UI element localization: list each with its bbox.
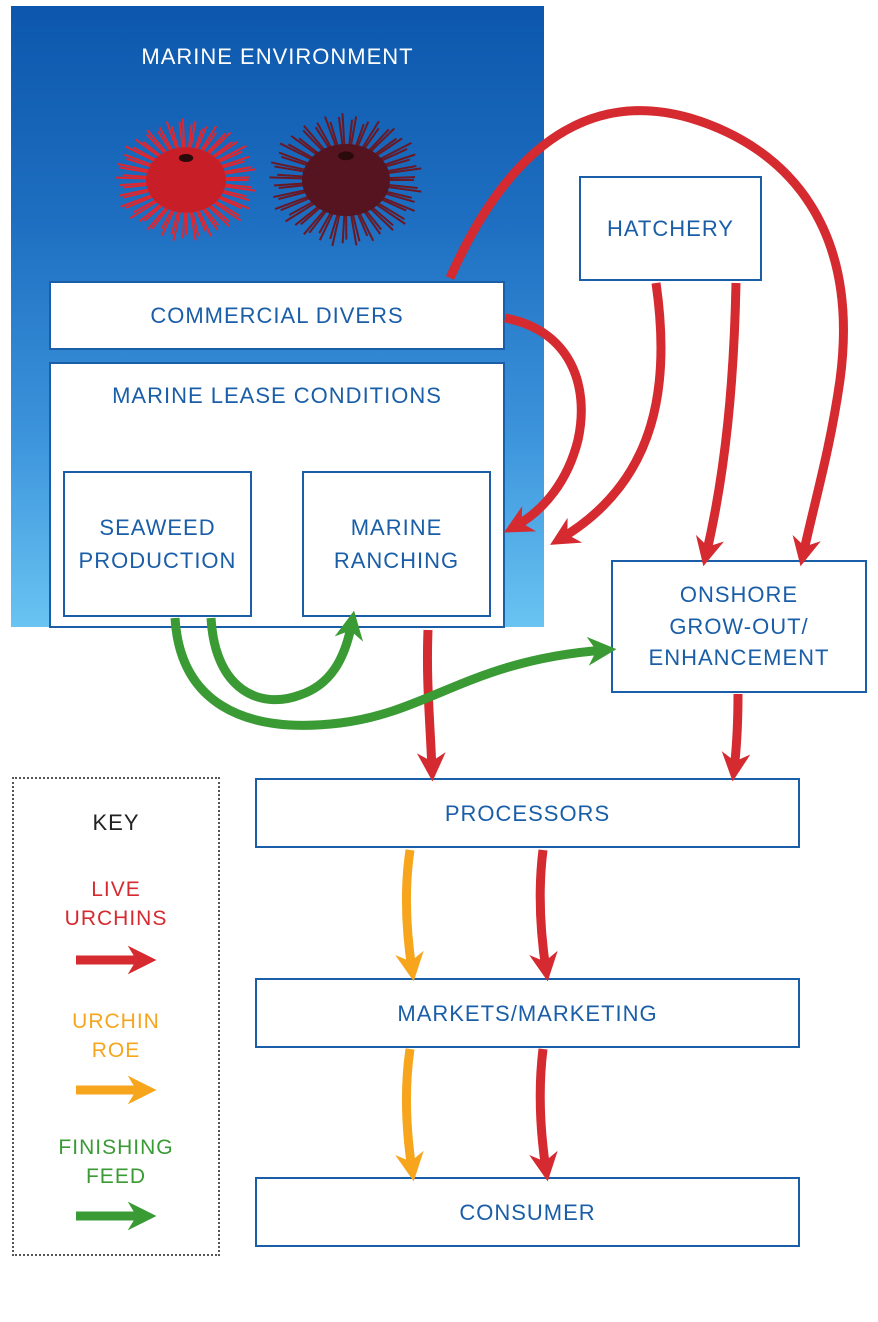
- markets-marketing-box: MARKETS/MARKETING: [255, 978, 800, 1048]
- divers-to-onshore-arrow: [445, 106, 848, 567]
- key-feed-line1: FINISHING: [58, 1136, 174, 1159]
- ranching-label-line2: RANCHING: [333, 548, 460, 573]
- onshore-label-line2: GROW-OUT/: [669, 613, 809, 639]
- marine-environment-title: MARINE ENVIRONMENT: [141, 44, 414, 69]
- key-live-urchins-label: LIVE URCHINS: [12, 875, 220, 934]
- red-urchin-icon: [115, 118, 256, 241]
- key-urchin-roe-label: URCHIN ROE: [12, 1007, 220, 1066]
- divers-to-ranching-arrow: [503, 313, 586, 533]
- marine-lease-conditions-label: MARINE LEASE CONDITIONS: [112, 383, 442, 408]
- key-title: KEY: [92, 810, 140, 835]
- markets-to-consumer-red-arrow: [529, 1048, 558, 1182]
- consumer-box: CONSUMER: [255, 1177, 800, 1247]
- key-feed-line2: FEED: [85, 1165, 146, 1189]
- consumer-label: CONSUMER: [459, 1199, 596, 1225]
- processors-to-markets-roe-arrow: [395, 849, 424, 982]
- processors-label: PROCESSORS: [444, 800, 611, 826]
- processors-box: PROCESSORS: [255, 778, 800, 848]
- key-live-line2: URCHINS: [64, 907, 168, 931]
- key-roe-line2: ROE: [91, 1039, 141, 1063]
- seaweed-label-line2: PRODUCTION: [78, 548, 237, 573]
- hatchery-label: HATCHERY: [607, 216, 734, 241]
- hatchery-box: HATCHERY: [579, 176, 762, 281]
- key-finishing-feed-label: FINISHING FEED: [12, 1133, 220, 1192]
- key-live-line1: LIVE: [91, 878, 141, 901]
- key-roe-line1: URCHIN: [72, 1010, 160, 1033]
- commercial-divers-label: COMMERCIAL DIVERS: [150, 303, 404, 328]
- markets-label: MARKETS/MARKETING: [397, 1000, 658, 1026]
- marine-ranching-box: MARINE RANCHING: [302, 471, 491, 617]
- seaweed-to-onshore-feed-arrow: [170, 617, 617, 730]
- key-legend: [12, 777, 220, 1256]
- hatchery-to-onshore-arrow: [695, 282, 741, 567]
- onshore-growout-box: ONSHORE GROW-OUT/ ENHANCEMENT: [611, 560, 867, 693]
- onshore-label-line3: ENHANCEMENT: [648, 645, 830, 671]
- hatchery-to-ranching-arrow: [550, 282, 666, 545]
- commercial-divers-box: COMMERCIAL DIVERS: [49, 281, 505, 350]
- onshore-label-line1: ONSHORE: [679, 581, 799, 607]
- markets-to-consumer-roe-arrow: [395, 1048, 424, 1182]
- processors-to-markets-red-arrow: [529, 849, 558, 982]
- onshore-to-processors-arrow: [721, 693, 751, 782]
- seaweed-label-line1: SEAWEED: [99, 515, 216, 540]
- seaweed-to-ranching-feed-arrow: [206, 610, 364, 705]
- seaweed-production-box: SEAWEED PRODUCTION: [63, 471, 252, 617]
- ranching-label-line1: MARINE: [350, 515, 443, 540]
- dark-urchin-icon: [269, 113, 422, 247]
